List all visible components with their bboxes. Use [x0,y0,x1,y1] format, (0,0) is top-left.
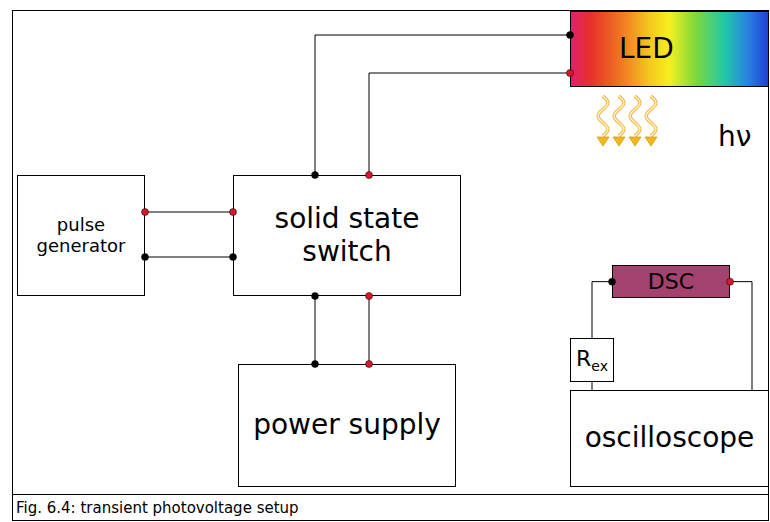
node-label: LED [619,33,674,65]
pulse-generator-box: pulse generator [17,175,145,296]
light-wave [614,96,624,136]
wire [315,296,316,364]
wave-arrowhead [645,137,657,146]
light-wave [630,96,640,136]
wire [369,296,370,364]
wire [315,35,570,175]
light-wave-core [630,96,640,136]
wire [592,382,593,390]
figure-caption: Fig. 6.4: transient photovoltage setup [16,499,299,517]
wave-arrowhead [613,137,625,146]
node-label: power supply [253,409,441,441]
dsc-cell: DSC [612,265,730,298]
caption-rule [13,494,769,495]
light-wave-core [646,96,656,136]
light-wave-core [598,96,608,136]
node-label: oscilloscope [585,422,755,454]
node-label: DSC [648,269,694,294]
wire [592,282,612,338]
node-label: solid state switch [234,203,460,267]
light-wave-core [614,96,624,136]
resistor-box: Rex [570,338,614,382]
node-label: pulse generator [18,215,144,256]
wire [145,257,233,258]
resistor-label: Rex [576,346,608,374]
oscilloscope-box: oscilloscope [570,390,769,487]
wave-arrowhead [597,137,609,146]
wire [730,282,752,390]
light-wave [646,96,656,136]
power-supply-box: power supply [238,364,456,487]
photon-energy: hν [718,120,751,153]
wire [369,73,570,175]
subscript: ex [591,358,608,374]
wire [145,212,233,213]
node-label: R [576,346,591,371]
wave-arrowhead [629,137,641,146]
figure-frame [13,11,769,521]
switch-box: solid state switch [233,175,461,296]
light-wave [598,96,608,136]
led-bar: LED [570,11,769,87]
light-waves [597,96,657,146]
